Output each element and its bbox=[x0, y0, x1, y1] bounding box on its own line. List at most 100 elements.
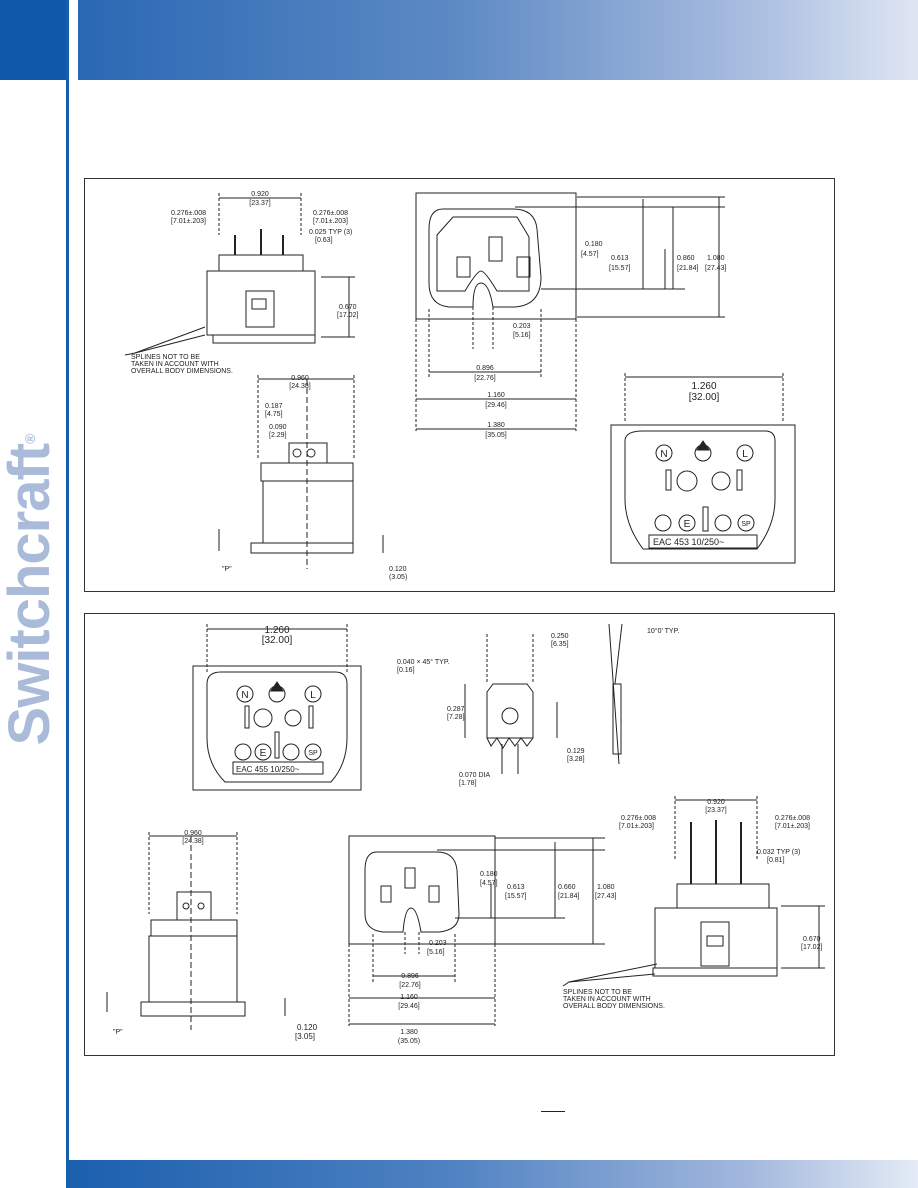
dim-label: 0.670 bbox=[803, 936, 821, 943]
dim-label: [4.57] bbox=[480, 880, 498, 887]
dim-label: [21.84] bbox=[558, 893, 579, 900]
dim-label: 0.276±.008 bbox=[313, 210, 348, 217]
end-tab bbox=[176, 891, 212, 921]
end-view-1 bbox=[218, 375, 384, 569]
end-bottom-flange bbox=[250, 542, 354, 554]
mark-l: L bbox=[310, 690, 316, 701]
rear-body bbox=[206, 671, 348, 783]
front-view-2 bbox=[348, 835, 605, 1026]
left-margin bbox=[0, 0, 68, 1188]
end-hole bbox=[197, 902, 205, 910]
rating-text: EAC 455 10/250~ bbox=[236, 765, 300, 774]
side-bottom-flange bbox=[212, 334, 316, 344]
footer-rule bbox=[541, 1111, 565, 1112]
terminal-outline bbox=[486, 683, 534, 739]
blade-side bbox=[608, 623, 620, 765]
dim-label: 0.120 bbox=[389, 566, 407, 573]
front-flange bbox=[415, 192, 577, 320]
dim-label: 0.025 TYP (3) bbox=[309, 229, 352, 236]
drawing-canvas-top: 0.920 [23.37] 0.276±.008 [7.01±.203] 0.2… bbox=[124, 191, 796, 581]
side-top-flange bbox=[676, 883, 770, 909]
dim-label: [7.28] bbox=[447, 714, 465, 721]
rear-slot-center bbox=[274, 731, 280, 759]
dim-label: 0.660 bbox=[558, 884, 576, 891]
dim-label: 0.070 DIA bbox=[459, 772, 490, 779]
dim-label: "P" bbox=[222, 566, 232, 573]
end-view-2 bbox=[106, 832, 286, 1030]
side-top-flange bbox=[218, 254, 304, 272]
end-hole bbox=[292, 448, 302, 458]
mark-sp-circle bbox=[304, 743, 322, 761]
rear-pin-hole bbox=[284, 709, 302, 727]
brand-name: Switchcraft bbox=[0, 443, 62, 746]
dim-label: [7.01±.203] bbox=[619, 823, 654, 830]
note-text: SPLINES NOT TO BE bbox=[563, 989, 632, 996]
dim-label: [7.01±.203] bbox=[171, 218, 206, 225]
front-contact-left bbox=[456, 256, 471, 278]
brand-wordmark: Switchcraft® bbox=[0, 380, 62, 800]
dim-label: 0.040 × 45° TYP. bbox=[397, 658, 450, 666]
dim-label: [21.84] bbox=[677, 265, 698, 272]
leader bbox=[134, 334, 206, 354]
approval-mark-icon bbox=[676, 470, 698, 492]
dim-label: 0.276±.008 bbox=[775, 815, 810, 822]
dim-label: [24.38] bbox=[289, 383, 310, 390]
note-text: OVERALL BODY DIMENSIONS. bbox=[131, 368, 233, 375]
dim-label: [22.76] bbox=[399, 982, 420, 989]
front-flange bbox=[348, 835, 496, 945]
dim-label: [32.00] bbox=[689, 392, 720, 403]
terminal-detail bbox=[464, 623, 623, 774]
dim-label: [7.01±.203] bbox=[775, 823, 810, 830]
header-corner-block bbox=[0, 0, 66, 80]
globe-mark-icon bbox=[282, 743, 300, 761]
dim-label: 1.260 bbox=[264, 625, 289, 636]
rear-view-1 bbox=[610, 373, 796, 564]
dim-label: 0.960 bbox=[291, 375, 309, 382]
dim-label: [5.16] bbox=[427, 949, 445, 956]
side-bottom-flange bbox=[652, 967, 778, 977]
dim-label: 0.180 bbox=[585, 241, 603, 248]
leader bbox=[124, 326, 206, 356]
dim-label: [15.57] bbox=[505, 893, 526, 900]
dim-label: [5.16] bbox=[513, 332, 531, 339]
side-latch bbox=[706, 935, 724, 947]
mark-n-circle bbox=[236, 685, 254, 703]
mark-e-circle bbox=[678, 514, 696, 532]
dim-label: 1.080 bbox=[597, 884, 615, 891]
dim-label: [3.28] bbox=[567, 756, 585, 763]
dim-label: 0.203 bbox=[429, 940, 447, 947]
dim-label: 10°0' TYP. bbox=[647, 627, 679, 635]
mark-l-circle bbox=[304, 685, 322, 703]
rating-plate bbox=[648, 534, 758, 549]
dim-label: 1.380 bbox=[487, 422, 505, 429]
mark-e-circle bbox=[254, 743, 272, 761]
footer-band bbox=[69, 1160, 918, 1188]
rating-plate bbox=[232, 761, 324, 775]
dim-label: [0.16] bbox=[397, 667, 415, 674]
dim-label: 0.129 bbox=[567, 748, 585, 755]
dim-label: 0.120 bbox=[297, 1023, 318, 1032]
dim-label: [27.43] bbox=[595, 893, 616, 900]
dim-label: 0.960 bbox=[184, 830, 202, 837]
front-view-1 bbox=[415, 192, 725, 431]
dim-label: 0.090 bbox=[269, 424, 287, 431]
rear-pin-hole bbox=[711, 471, 731, 491]
front-contact-right bbox=[516, 256, 531, 278]
blade-profile bbox=[612, 683, 622, 755]
dim-label: [17.02] bbox=[801, 944, 822, 951]
note-text: TAKEN IN ACCOUNT WITH bbox=[131, 361, 219, 368]
dim-label: 0.920 bbox=[251, 191, 269, 198]
dim-label: [32.00] bbox=[262, 635, 293, 646]
front-contact-earth bbox=[488, 236, 503, 262]
triangle-icon bbox=[270, 681, 284, 692]
side-body bbox=[654, 907, 778, 969]
terminal-hole bbox=[501, 707, 519, 725]
end-hole bbox=[182, 902, 190, 910]
dim-label: 0.670 bbox=[339, 304, 357, 311]
mark-sp-circle bbox=[737, 514, 755, 532]
side-view-1 bbox=[124, 193, 355, 356]
triangle-icon bbox=[696, 440, 710, 451]
side-view-2 bbox=[562, 796, 825, 987]
dim-label: [27.43] bbox=[705, 265, 726, 272]
dim-label: [4.57] bbox=[581, 251, 599, 258]
